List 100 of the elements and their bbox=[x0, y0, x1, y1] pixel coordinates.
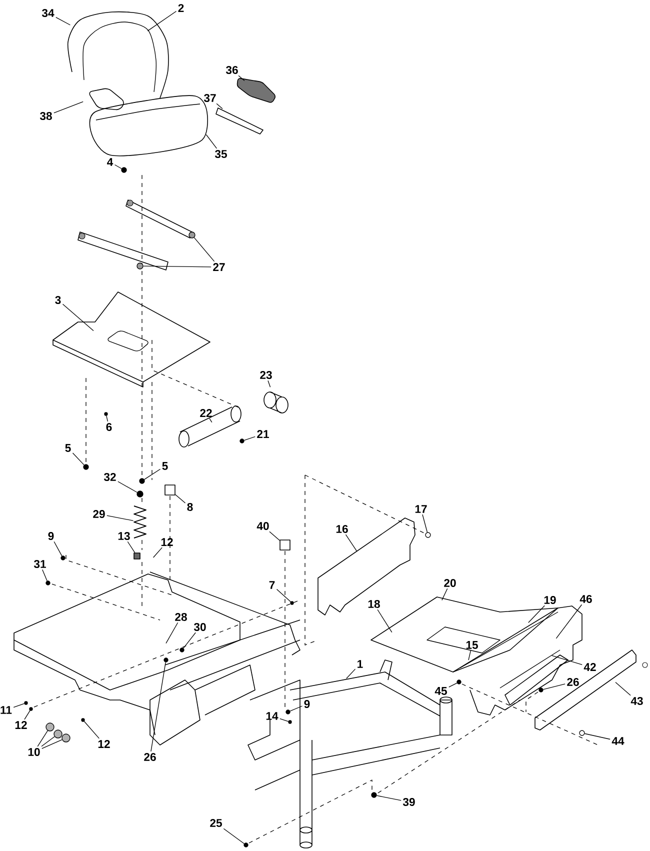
fastener bbox=[62, 734, 70, 742]
callout-number: 32 bbox=[104, 473, 116, 482]
leader-line bbox=[37, 730, 48, 747]
spring bbox=[134, 506, 146, 538]
leader-line bbox=[114, 164, 122, 169]
callout-number: 20 bbox=[444, 579, 456, 587]
fastener bbox=[371, 792, 377, 798]
leader-line bbox=[244, 436, 256, 441]
callout-number: 37 bbox=[204, 94, 216, 102]
leader-line bbox=[42, 569, 48, 582]
leader-line bbox=[238, 75, 245, 82]
callout-number: 35 bbox=[214, 150, 227, 158]
callout-number: 34 bbox=[42, 9, 54, 18]
callout-number: 26 bbox=[144, 753, 156, 761]
bumper bbox=[280, 540, 290, 550]
leader-line bbox=[556, 604, 582, 639]
callout-number: 14 bbox=[266, 712, 278, 720]
fastener bbox=[240, 438, 244, 444]
callout-number: 42 bbox=[584, 663, 596, 671]
callout-number: 45 bbox=[434, 687, 447, 695]
bumper bbox=[164, 484, 176, 496]
callout-number: 12 bbox=[15, 721, 27, 729]
fastener bbox=[136, 262, 144, 270]
callout-number: 8 bbox=[187, 503, 193, 511]
fastener bbox=[290, 601, 294, 605]
leader-line bbox=[542, 684, 566, 690]
leader-line bbox=[269, 531, 280, 541]
leader-line bbox=[615, 682, 631, 696]
bumper bbox=[134, 552, 140, 560]
callout-number: 31 bbox=[34, 560, 46, 568]
leader-line bbox=[106, 415, 108, 422]
leader-line bbox=[276, 588, 291, 602]
callout-number: 1 bbox=[358, 660, 363, 668]
fastener bbox=[54, 730, 62, 738]
leader-line bbox=[147, 10, 177, 32]
leader-line bbox=[268, 380, 271, 388]
callout-number: 12 bbox=[98, 740, 110, 748]
callout-number: 5 bbox=[162, 462, 168, 470]
leader-line bbox=[144, 468, 161, 480]
callout-number: 11 bbox=[0, 706, 12, 714]
callout-number: 23 bbox=[260, 371, 272, 380]
leader-line bbox=[280, 718, 289, 722]
fastener bbox=[180, 648, 184, 652]
fastener bbox=[288, 720, 292, 724]
leader-line bbox=[468, 650, 472, 660]
fastener bbox=[164, 658, 168, 662]
callout-number: 28 bbox=[175, 613, 187, 621]
fastener bbox=[286, 710, 290, 714]
leader-line bbox=[54, 101, 84, 114]
fastener bbox=[81, 718, 85, 722]
leader-line bbox=[166, 622, 178, 644]
callout-number: 29 bbox=[93, 510, 105, 518]
callout-number: 30 bbox=[194, 623, 206, 632]
fastener bbox=[29, 707, 33, 711]
fastener bbox=[456, 680, 462, 684]
callout-number: 9 bbox=[304, 700, 310, 708]
fastener bbox=[538, 688, 544, 692]
fastener bbox=[104, 412, 108, 416]
leader-line bbox=[528, 605, 545, 623]
callout-number: 19 bbox=[544, 596, 556, 604]
callout-number: 6 bbox=[106, 423, 112, 432]
fastener bbox=[24, 701, 28, 705]
fastener bbox=[83, 464, 89, 470]
fastener bbox=[121, 167, 127, 173]
leader-line bbox=[150, 662, 166, 752]
leader-line bbox=[183, 632, 196, 648]
fastener bbox=[60, 556, 66, 560]
leader-line bbox=[552, 655, 582, 665]
callout-number: 18 bbox=[368, 600, 380, 608]
leader-line bbox=[24, 710, 30, 720]
callout-number: 44 bbox=[612, 737, 624, 745]
leader-line bbox=[376, 795, 402, 801]
leader-line bbox=[346, 668, 356, 679]
leader-line bbox=[216, 103, 223, 110]
fastener bbox=[579, 730, 585, 736]
callout-number: 39 bbox=[402, 798, 415, 806]
leader-line bbox=[448, 682, 458, 688]
leader-line bbox=[442, 588, 448, 601]
leader-line bbox=[194, 237, 215, 262]
fastener bbox=[139, 478, 145, 484]
callout-number: 12 bbox=[161, 538, 173, 546]
callout-number: 36 bbox=[226, 66, 238, 74]
callout-number: 40 bbox=[256, 522, 269, 530]
callout-number: 22 bbox=[200, 409, 212, 417]
fastener bbox=[46, 722, 54, 732]
leader-line bbox=[127, 541, 136, 553]
leader-line bbox=[175, 494, 186, 504]
leader-line bbox=[62, 304, 94, 332]
leader-line bbox=[422, 514, 428, 533]
fastener bbox=[188, 232, 196, 238]
callout-number: 43 bbox=[630, 697, 643, 706]
callout-number: 17 bbox=[415, 505, 427, 513]
callout-number: 15 bbox=[466, 641, 478, 649]
leader-line bbox=[209, 418, 212, 423]
callout-number: 13 bbox=[118, 532, 130, 540]
callout-number: 2 bbox=[178, 4, 184, 12]
leader-line bbox=[118, 481, 138, 493]
leader-line bbox=[143, 266, 212, 268]
leader-line bbox=[72, 452, 84, 466]
leader-line bbox=[42, 739, 62, 749]
